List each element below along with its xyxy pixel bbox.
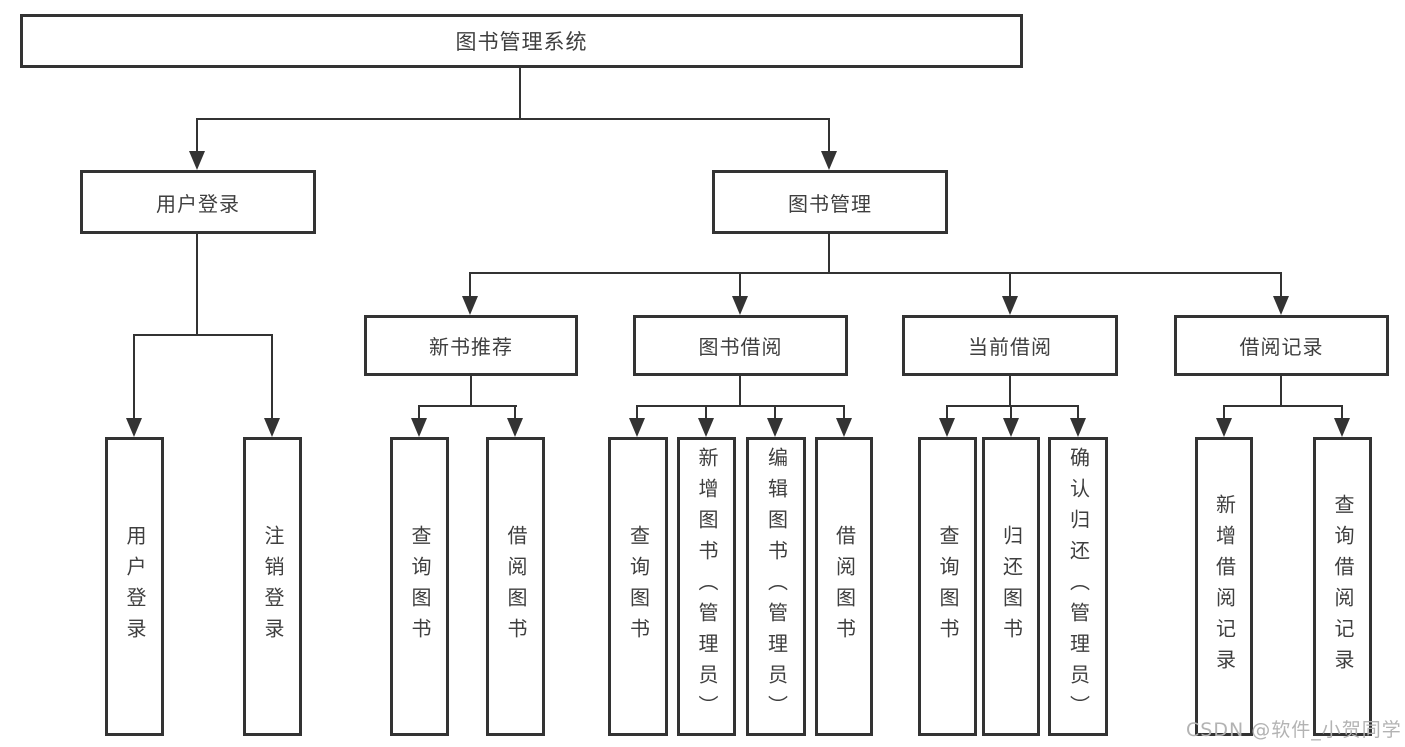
arrowhead-down-icon (732, 296, 748, 315)
leaf-edit-book-admin: 编辑图书（管理员） (746, 437, 806, 736)
node-book-borrowing: 图书借阅 (633, 315, 848, 376)
leaf-return-books: 归还图书 (982, 437, 1040, 736)
leaf-label: 查询图书 (626, 524, 651, 649)
connector-vline (514, 405, 516, 420)
node-label: 借阅记录 (1239, 335, 1324, 359)
arrowhead-down-icon (698, 418, 714, 437)
arrowhead-down-icon (411, 418, 427, 437)
connector-vline (946, 405, 948, 420)
node-label: 图书管理 (788, 191, 872, 216)
node-library-management-system: 图书管理系统 (20, 14, 1023, 68)
connector-vline (133, 334, 135, 420)
leaf-label: 新增图书（管理员） (695, 447, 719, 726)
connector-hline (946, 405, 1079, 407)
connector-vline (1010, 405, 1012, 420)
leaf-query-borrow-record: 查询借阅记录 (1313, 437, 1372, 736)
node-user-login: 用户登录 (80, 170, 316, 234)
node-label: 当前借阅 (968, 335, 1052, 359)
arrowhead-down-icon (1334, 418, 1350, 437)
node-borrowing-records: 借阅记录 (1174, 315, 1389, 376)
node-label: 图书管理系统 (455, 30, 588, 54)
arrowhead-down-icon (126, 418, 142, 437)
connector-vline (196, 118, 198, 152)
leaf-label: 用户登录 (123, 524, 147, 649)
leaf-borrow-books-recommend: 借阅图书 (486, 437, 545, 736)
connector-hline (636, 405, 845, 407)
leaf-label: 借阅图书 (832, 524, 857, 649)
connector-vline (470, 376, 472, 407)
connector-hline (1223, 405, 1343, 407)
leaf-query-books-current: 查询图书 (918, 437, 977, 736)
connector-vline (843, 405, 845, 420)
leaf-query-books-recommend: 查询图书 (390, 437, 449, 736)
connector-vline (469, 272, 471, 298)
connector-vline (196, 234, 198, 336)
connector-vline (705, 405, 707, 420)
node-label: 用户登录 (156, 191, 240, 216)
arrowhead-down-icon (1003, 418, 1019, 437)
connector-vline (739, 272, 741, 298)
connector-vline (636, 405, 638, 420)
arrowhead-down-icon (1216, 418, 1232, 437)
connector-vline (739, 376, 741, 407)
arrowhead-down-icon (939, 418, 955, 437)
connector-vline (519, 66, 521, 120)
leaf-label: 归还图书 (999, 524, 1024, 649)
arrowhead-down-icon (821, 151, 837, 170)
arrowhead-down-icon (767, 418, 783, 437)
arrowhead-down-icon (1273, 296, 1289, 315)
leaf-confirm-return-admin: 确认归还（管理员） (1048, 437, 1108, 736)
leaf-query-books-borrowing: 查询图书 (608, 437, 668, 736)
node-label: 新书推荐 (429, 335, 513, 359)
connector-hline (418, 405, 517, 407)
connector-vline (1341, 405, 1343, 420)
connector-vline (1009, 272, 1011, 298)
leaf-label: 查询图书 (936, 524, 960, 649)
node-book-management: 图书管理 (712, 170, 948, 234)
node-current-borrowing: 当前借阅 (902, 315, 1118, 376)
connector-vline (1280, 272, 1282, 298)
arrowhead-down-icon (264, 418, 280, 437)
arrowhead-down-icon (462, 296, 478, 315)
connector-vline (1223, 405, 1225, 420)
leaf-label: 编辑图书（管理员） (764, 447, 789, 726)
leaf-label: 查询图书 (408, 524, 432, 649)
leaf-logout: 注销登录 (243, 437, 302, 736)
leaf-borrow-books: 借阅图书 (815, 437, 873, 736)
leaf-label: 借阅图书 (504, 524, 528, 649)
arrowhead-down-icon (836, 418, 852, 437)
leaf-user-login: 用户登录 (105, 437, 164, 736)
node-label: 图书借阅 (698, 335, 783, 359)
connector-vline (1280, 376, 1282, 407)
arrowhead-down-icon (1070, 418, 1086, 437)
leaf-label: 新增借阅记录 (1212, 493, 1237, 680)
arrowhead-down-icon (629, 418, 645, 437)
leaf-add-borrow-record: 新增借阅记录 (1195, 437, 1253, 736)
arrowhead-down-icon (189, 151, 205, 170)
leaf-label: 注销登录 (261, 524, 285, 649)
leaf-add-book-admin: 新增图书（管理员） (677, 437, 736, 736)
connector-vline (828, 234, 830, 274)
connector-hline (133, 334, 273, 336)
connector-hline (469, 272, 1282, 274)
node-new-book-recommend: 新书推荐 (364, 315, 578, 376)
watermark: CSDN @软件_小贺同学 (1186, 719, 1402, 741)
connector-vline (1077, 405, 1079, 420)
connector-vline (774, 405, 776, 420)
connector-vline (1009, 376, 1011, 407)
leaf-label: 确认归还（管理员） (1066, 447, 1091, 726)
leaf-label: 查询借阅记录 (1331, 493, 1355, 680)
connector-vline (271, 334, 273, 420)
connector-vline (418, 405, 420, 420)
arrowhead-down-icon (507, 418, 523, 437)
arrowhead-down-icon (1002, 296, 1018, 315)
connector-hline (196, 118, 830, 120)
connector-vline (828, 118, 830, 152)
